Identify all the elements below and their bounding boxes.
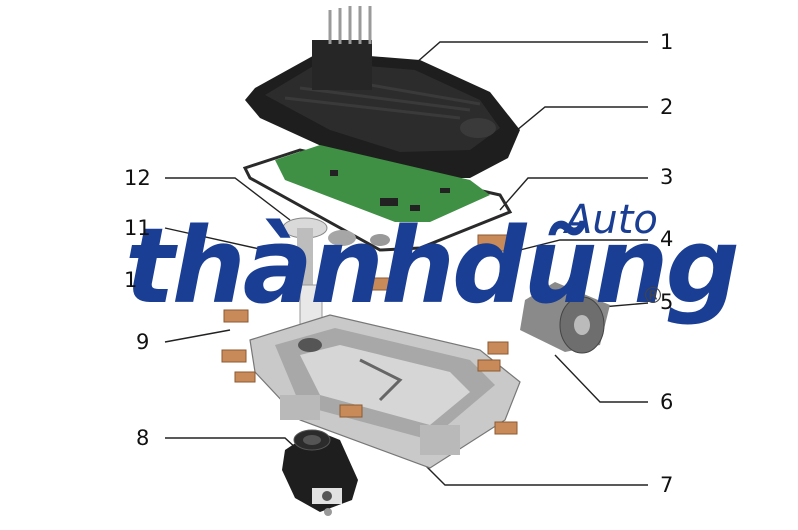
position-sensor — [282, 429, 358, 516]
watermark-auto: Auto — [565, 197, 658, 243]
callout-11: 11 — [124, 216, 151, 240]
watermark-registered: ® — [642, 284, 664, 309]
leader-4 — [519, 239, 648, 251]
pcb-board — [275, 145, 490, 222]
leader-8 — [165, 437, 299, 451]
callout-1: 1 — [660, 30, 674, 54]
actuator-cover — [245, 6, 520, 178]
gear-shaft — [282, 217, 390, 331]
callout-3: 3 — [660, 165, 674, 189]
leader-2 — [504, 106, 648, 141]
callout-8: 8 — [136, 426, 150, 450]
callout-12: 12 — [124, 166, 151, 190]
callout-5: 5 — [660, 290, 674, 314]
leader-12 — [165, 177, 291, 221]
leader-9 — [164, 329, 231, 343]
leader-6 — [554, 354, 648, 403]
callout-10-partial: 1 — [124, 268, 138, 292]
watermark-logo: thànhdũng — [125, 205, 740, 327]
aluminum-housing — [249, 314, 521, 469]
callout-7: 7 — [660, 473, 674, 497]
leader-1 — [407, 41, 648, 71]
leader-7 — [414, 454, 648, 486]
leader-3 — [499, 177, 648, 211]
callout-9: 9 — [136, 330, 150, 354]
leader-11 — [164, 227, 301, 259]
electric-motor — [520, 282, 610, 354]
callout-6: 6 — [660, 390, 674, 414]
copper-clips — [221, 234, 519, 435]
callout-2: 2 — [660, 95, 674, 119]
callout-4: 4 — [660, 227, 674, 251]
